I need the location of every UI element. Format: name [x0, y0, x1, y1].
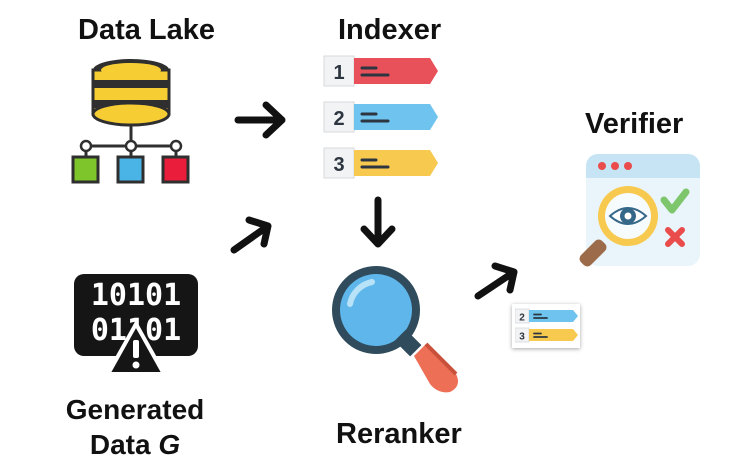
reranked-item-3: 3	[515, 327, 578, 343]
svg-text:2: 2	[519, 313, 525, 324]
arrow-down-icon	[360, 196, 396, 248]
reranked-item-2: 2	[515, 308, 578, 324]
indexer-label: Indexer	[338, 14, 442, 46]
generated-line-1: Generated	[65, 394, 205, 425]
data-lake-label: Data Lake	[78, 14, 216, 46]
arrow-to-verifier-icon	[474, 262, 518, 300]
indexer-list: 1 2 3	[322, 54, 440, 184]
svg-text:3: 3	[519, 332, 525, 343]
reranked-list: 2 3	[512, 304, 580, 348]
arrow-up-right-icon	[230, 216, 272, 254]
index-item-3: 3	[323, 147, 438, 179]
data-lake-icon	[71, 59, 190, 184]
cross-icon	[665, 227, 685, 247]
database-icon	[91, 59, 171, 127]
svg-text:3: 3	[333, 154, 344, 176]
green-node-icon	[71, 155, 100, 184]
arrow-right-icon	[234, 101, 286, 139]
eye-magnifier-icon	[579, 186, 658, 267]
svg-text:1: 1	[333, 62, 344, 84]
generated-data-variable: G	[158, 429, 181, 460]
magnifier-icon	[332, 266, 458, 393]
generated-line-2: Data G	[50, 427, 220, 462]
svg-text:2: 2	[333, 108, 344, 130]
generated-data-icon: 10101 01101	[74, 274, 198, 376]
warning-icon	[106, 322, 166, 376]
verifier-icon	[579, 154, 700, 267]
red-node-icon	[161, 155, 190, 184]
blue-node-icon	[116, 155, 145, 184]
index-item-1: 1	[323, 55, 438, 87]
reranker-label: Reranker	[336, 418, 462, 450]
verifier-label: Verifier	[585, 108, 684, 140]
generated-data-label: Generated Data G	[50, 392, 220, 462]
binary-row-1: 10101	[91, 278, 181, 313]
index-item-2: 2	[323, 101, 438, 133]
generated-data-prefix: Data	[89, 429, 159, 460]
check-icon	[660, 188, 690, 214]
